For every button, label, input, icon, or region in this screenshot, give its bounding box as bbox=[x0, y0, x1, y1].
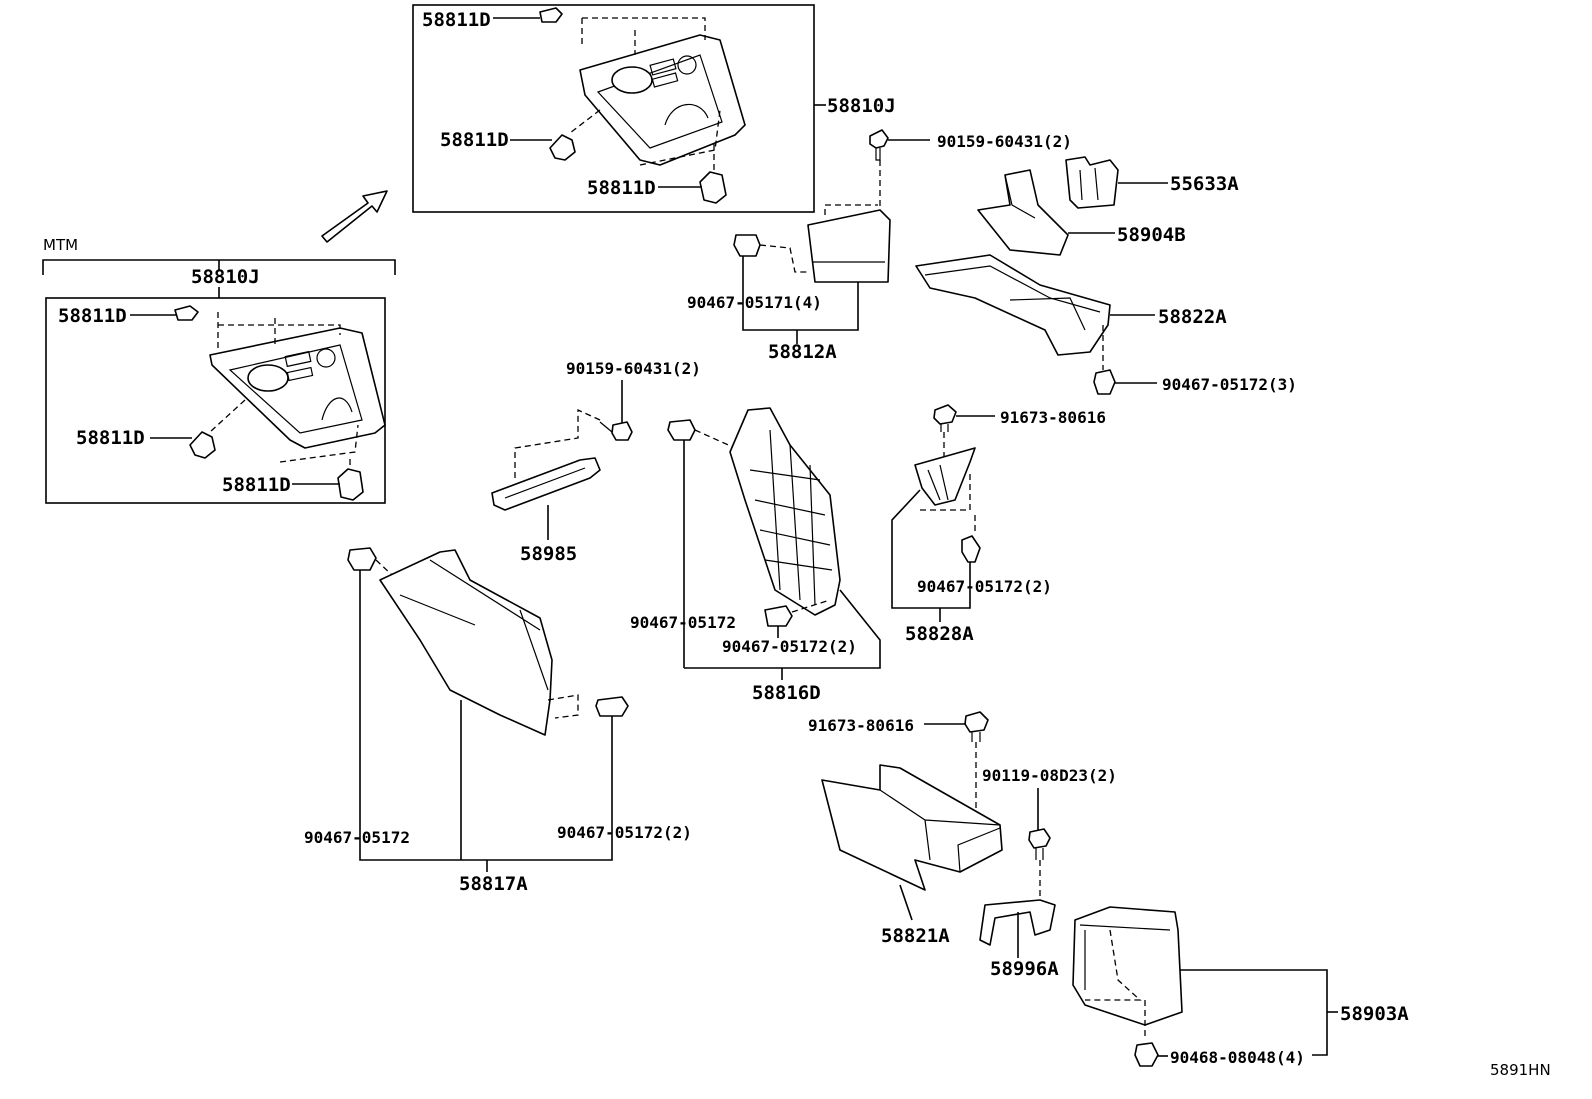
label-58812a: 58812A bbox=[768, 341, 837, 363]
label-clip-58828: 90467-05172(2) bbox=[917, 577, 1052, 596]
clip-icon bbox=[539, 7, 563, 23]
pocket-58904b-part bbox=[977, 169, 1069, 256]
box-58821a-part bbox=[821, 764, 1003, 891]
bracket-58985-group: 90159-60431(2) 58985 bbox=[491, 359, 701, 565]
label-58904b: 58904B bbox=[1117, 224, 1186, 246]
label-bolt-90119: 90119-08D23(2) bbox=[982, 766, 1117, 785]
bracket-58996a-part bbox=[979, 899, 1056, 946]
bolt-icon bbox=[1028, 828, 1051, 849]
label-58822a: 58822A bbox=[1158, 306, 1227, 328]
clip-icon bbox=[174, 305, 199, 321]
bezel-main-part bbox=[579, 34, 746, 166]
panel-58812a-group: 90159-60431(2) 90467-05171(4) 58812A bbox=[687, 129, 1072, 363]
box-58903a-part bbox=[1072, 906, 1183, 1026]
clip-icon bbox=[337, 468, 364, 501]
console-tray-group: 55633A 58904B 58822A 90467-05172(3) bbox=[915, 156, 1297, 395]
label-clip-58816-a: 90467-05172 bbox=[630, 613, 736, 632]
clip-icon bbox=[1134, 1042, 1159, 1067]
box-58903a-group: 90468-08048(4) 58903A bbox=[1072, 906, 1409, 1067]
label-bolt-91673-b: 91673-80616 bbox=[808, 716, 914, 735]
bezel-mtm-frame bbox=[45, 297, 386, 504]
label-clip-58816-b: 90467-05172(2) bbox=[722, 637, 857, 656]
label-55633a: 55633A bbox=[1170, 173, 1239, 195]
label-bolt-upper: 90159-60431(2) bbox=[937, 132, 1072, 151]
label-bolt-mid: 90159-60431(2) bbox=[566, 359, 701, 378]
panel-58817a-part bbox=[379, 549, 553, 736]
tray-58822a-part bbox=[915, 254, 1111, 356]
clip-icon bbox=[347, 547, 377, 571]
label-58810j-main: 58810J bbox=[827, 95, 896, 117]
panel-58817a-group: 90467-05172 90467-05172(2) 58817A bbox=[304, 547, 692, 895]
label-58811d-top-a: 58811D bbox=[422, 9, 491, 31]
clip-icon bbox=[595, 696, 629, 717]
clip-icon bbox=[189, 431, 216, 459]
clip-icon bbox=[764, 605, 793, 627]
label-58811d-left-a: 58811D bbox=[440, 129, 509, 151]
label-clip-58817-b: 90467-05172(2) bbox=[557, 823, 692, 842]
bezel-main-frame bbox=[412, 4, 815, 213]
label-58903a: 58903A bbox=[1340, 1003, 1409, 1025]
box-58821a-group: 91673-80616 90119-08D23(2) 58821A 58996A bbox=[808, 711, 1117, 980]
label-58817a: 58817A bbox=[459, 873, 528, 895]
clip-icon bbox=[667, 419, 696, 441]
bolt-icon bbox=[964, 711, 989, 733]
label-clip-58817-a: 90467-05172 bbox=[304, 828, 410, 847]
bolt-icon bbox=[933, 404, 957, 425]
bolt-icon bbox=[869, 129, 889, 149]
label-58810j-mtm: 58810J bbox=[191, 266, 260, 288]
clip-icon bbox=[961, 535, 981, 563]
label-58828a: 58828A bbox=[905, 623, 974, 645]
clip-icon bbox=[699, 171, 727, 204]
bezel-mtm-part bbox=[209, 327, 386, 449]
label-58811d-top-b: 58811D bbox=[58, 305, 127, 327]
bracket-58985-part bbox=[491, 457, 601, 511]
label-58821a: 58821A bbox=[881, 925, 950, 947]
panel-58828a-group: 91673-80616 90467-05172(2) 58828A bbox=[891, 404, 1106, 645]
panel-58812a-part bbox=[807, 209, 891, 283]
variant-label: MTM bbox=[43, 236, 78, 254]
bezel-mtm-group: MTM 58810J 58811D 58811D 58811D bbox=[42, 236, 396, 504]
diagram-code: 5891HN bbox=[1490, 1061, 1551, 1079]
label-clip-58822: 90467-05172(3) bbox=[1162, 375, 1297, 394]
panel-58828a-part bbox=[914, 447, 976, 506]
label-58811d-bottom-b: 58811D bbox=[222, 474, 291, 496]
label-bolt-91673-a: 91673-80616 bbox=[1000, 408, 1106, 427]
clip-icon bbox=[733, 234, 761, 257]
label-58811d-left-b: 58811D bbox=[76, 427, 145, 449]
label-58816d: 58816D bbox=[752, 682, 821, 704]
label-clip-58812: 90467-05171(4) bbox=[687, 293, 822, 312]
bolt-icon bbox=[611, 421, 633, 441]
label-58985: 58985 bbox=[520, 543, 577, 565]
panel-58816d-part bbox=[729, 407, 841, 616]
clip-icon bbox=[1093, 369, 1116, 395]
panel-58816d-group: 90467-05172 90467-05172(2) 58816D bbox=[630, 407, 881, 704]
variant-arrow-icon bbox=[321, 190, 388, 243]
label-58996a: 58996A bbox=[990, 958, 1059, 980]
label-58811d-bottom-a: 58811D bbox=[587, 177, 656, 199]
bezel-main-group: 58811D 58811D 58811D 58810J bbox=[412, 4, 896, 213]
clip-icon bbox=[549, 134, 576, 161]
label-clip-58903: 90468-08048(4) bbox=[1170, 1048, 1305, 1067]
tray-55633a-part bbox=[1065, 156, 1119, 209]
